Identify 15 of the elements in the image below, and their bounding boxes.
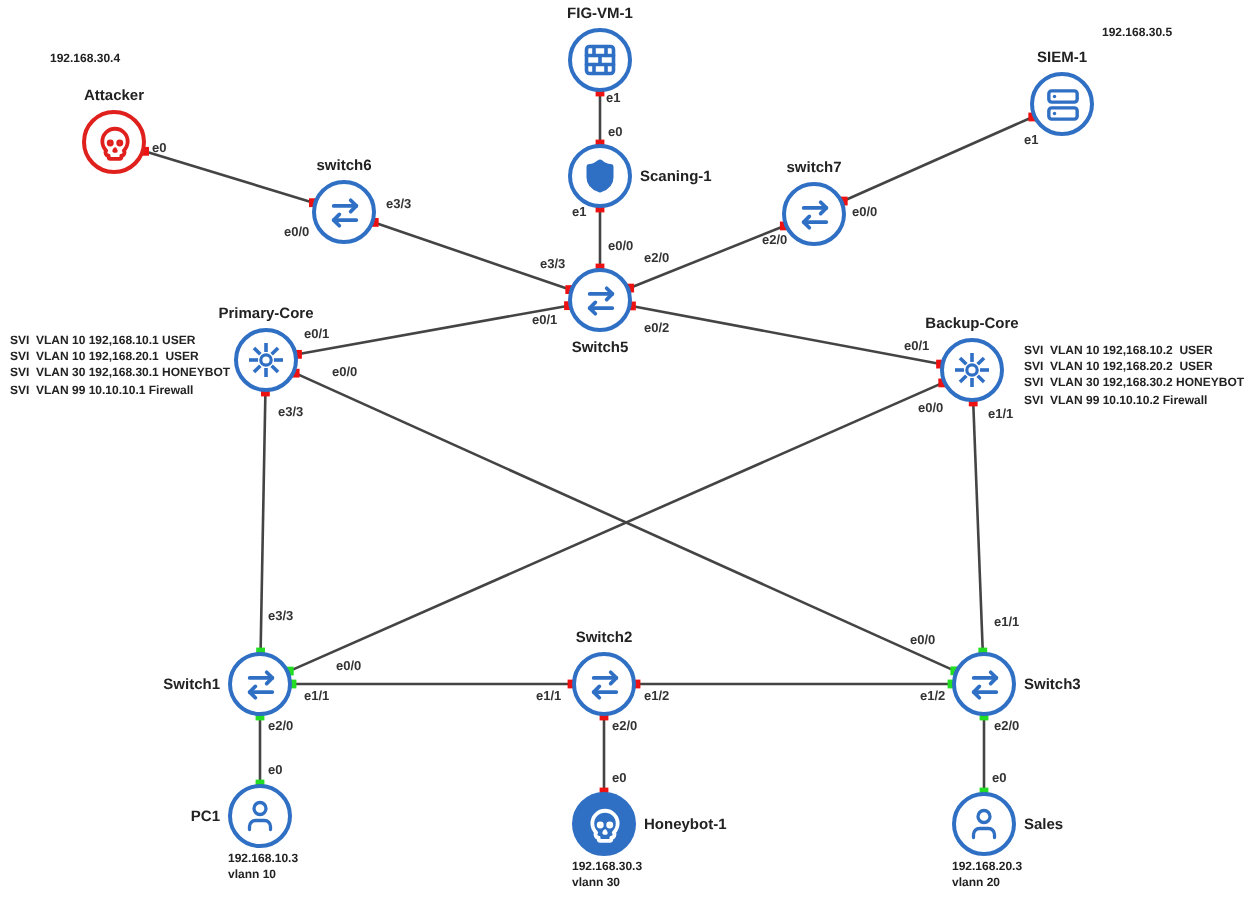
network-link: [631, 304, 941, 366]
network-link: [636, 682, 952, 686]
network-link: [258, 716, 262, 784]
network-link: [842, 115, 1034, 203]
network-link: [373, 221, 571, 291]
network-link: [971, 401, 985, 653]
network-link: [629, 224, 785, 290]
network-link: [144, 150, 314, 204]
network-link: [982, 716, 986, 792]
network-link: [297, 304, 569, 356]
network-link: [259, 391, 267, 653]
network-link: [598, 92, 602, 144]
network-link: [602, 716, 606, 792]
network-link: [292, 682, 572, 686]
network-link: [598, 208, 602, 268]
